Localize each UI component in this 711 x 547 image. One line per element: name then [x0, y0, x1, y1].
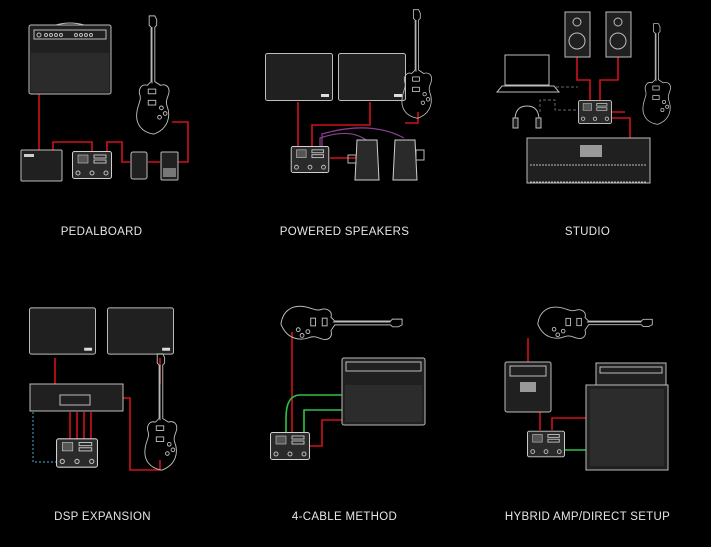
4-cable-method-diagram [270, 305, 426, 460]
dsp-expansion-diagram [29, 307, 178, 471]
setup-label-hybrid-amp-direct[interactable]: HYBRID AMP/DIRECT SETUP [504, 511, 671, 523]
setup-label-4-cable-method[interactable]: 4-CABLE METHOD [291, 511, 398, 523]
powered-speakers-diagram [265, 9, 433, 181]
setup-label-powered-speakers[interactable]: POWERED SPEAKERS [279, 226, 410, 238]
pedalboard-diagram [20, 15, 189, 182]
studio-diagram [495, 11, 671, 184]
setup-label-studio[interactable]: STUDIO [564, 226, 611, 238]
setup-label-pedalboard[interactable]: PEDALBOARD [60, 226, 143, 238]
hybrid-amp-direct-diagram [504, 306, 669, 471]
setup-label-dsp-expansion[interactable]: DSP EXPANSION [54, 511, 151, 523]
